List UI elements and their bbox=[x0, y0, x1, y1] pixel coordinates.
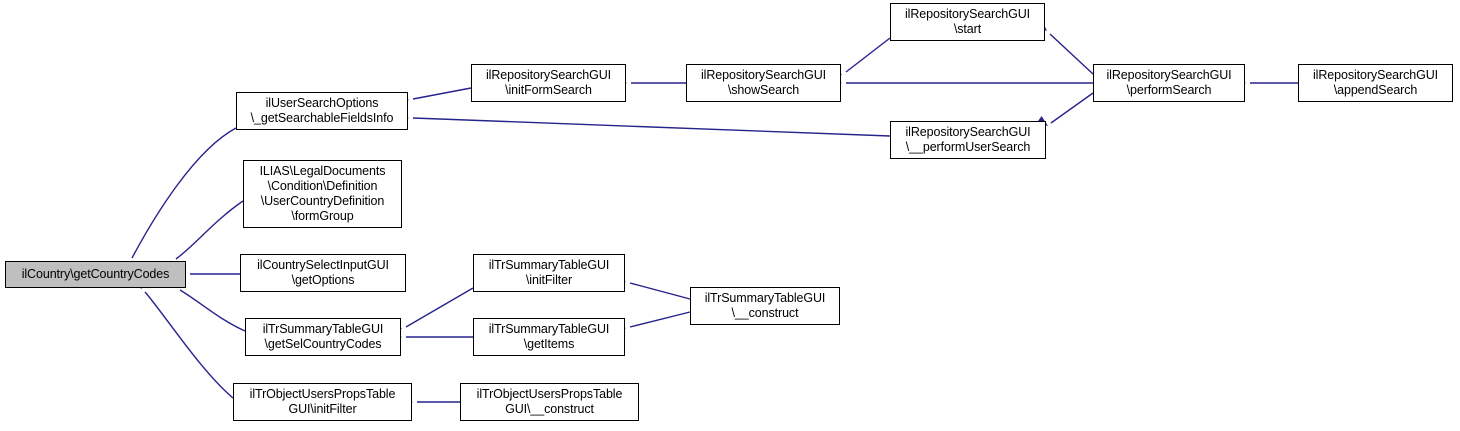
graph-edge-n13-n1 bbox=[412, 117, 891, 137]
graph-node-n9[interactable]: ilTrObjectUsersPropsTable GUI\__construc… bbox=[460, 383, 639, 421]
graph-edge-n14-n12 bbox=[1049, 33, 1094, 75]
graph-edge-n1-n0 bbox=[131, 127, 237, 259]
graph-node-label: ilTrObjectUsersPropsTable GUI\initFilter bbox=[249, 387, 396, 416]
graph-edge-n7-n4 bbox=[405, 287, 474, 328]
graph-edge-n2-n0 bbox=[175, 200, 244, 260]
graph-node-label: ilRepositorySearchGUI \appendSearch bbox=[1312, 68, 1439, 97]
graph-edge-n12-n10 bbox=[845, 37, 891, 73]
graph-node-n2[interactable]: ILIAS\LegalDocuments \Condition\Definiti… bbox=[243, 160, 402, 228]
graph-node-n8[interactable]: ilTrSummaryTableGUI \getItems bbox=[473, 318, 625, 356]
graph-node-label: ilRepositorySearchGUI \initFormSearch bbox=[485, 68, 612, 97]
graph-node-label: ilTrObjectUsersPropsTable GUI\__construc… bbox=[476, 387, 623, 416]
graph-edge-n6-n1 bbox=[412, 87, 472, 100]
graph-node-label: ilTrSummaryTableGUI \getItems bbox=[488, 322, 610, 351]
graph-node-n13[interactable]: ilRepositorySearchGUI \__performUserSear… bbox=[890, 121, 1046, 159]
graph-node-n15[interactable]: ilRepositorySearchGUI \appendSearch bbox=[1298, 64, 1453, 102]
graph-node-label: ilTrSummaryTableGUI \__construct bbox=[704, 291, 826, 320]
graph-node-label: ilUserSearchOptions \_getSearchableField… bbox=[250, 96, 394, 125]
graph-edge-n4-n0 bbox=[179, 289, 246, 332]
graph-node-label: ilRepositorySearchGUI \__performUserSear… bbox=[905, 125, 1031, 154]
graph-node-label: ilTrSummaryTableGUI \initFilter bbox=[488, 258, 610, 287]
graph-node-n7[interactable]: ilTrSummaryTableGUI \initFilter bbox=[473, 254, 625, 292]
graph-node-n4[interactable]: ilTrSummaryTableGUI \getSelCountryCodes bbox=[245, 318, 401, 356]
graph-node-label: ilRepositorySearchGUI \start bbox=[904, 7, 1031, 36]
graph-edge-n14-n13 bbox=[1050, 92, 1094, 124]
graph-edge-n11-n7 bbox=[629, 282, 691, 300]
graph-node-label: ilTrSummaryTableGUI \getSelCountryCodes bbox=[262, 322, 384, 351]
graph-node-n1[interactable]: ilUserSearchOptions \_getSearchableField… bbox=[236, 92, 408, 130]
graph-node-n0[interactable]: ilCountry\getCountryCodes bbox=[5, 261, 186, 288]
graph-node-n10[interactable]: ilRepositorySearchGUI \showSearch bbox=[686, 64, 841, 102]
graph-edge-n11-n8 bbox=[629, 311, 691, 328]
graph-node-label: ILIAS\LegalDocuments \Condition\Definiti… bbox=[259, 164, 386, 223]
graph-edge-n5-n0 bbox=[144, 291, 234, 399]
graph-node-label: ilCountrySelectInputGUI \getOptions bbox=[257, 258, 389, 287]
graph-node-n5[interactable]: ilTrObjectUsersPropsTable GUI\initFilter bbox=[233, 383, 412, 421]
graph-node-label: ilRepositorySearchGUI \performSearch bbox=[1106, 68, 1232, 97]
graph-node-n3[interactable]: ilCountrySelectInputGUI \getOptions bbox=[240, 254, 406, 292]
graph-node-label: ilCountry\getCountryCodes bbox=[21, 267, 170, 281]
graph-node-n12[interactable]: ilRepositorySearchGUI \start bbox=[890, 3, 1045, 41]
graph-node-n11[interactable]: ilTrSummaryTableGUI \__construct bbox=[690, 287, 840, 325]
graph-node-label: ilRepositorySearchGUI \showSearch bbox=[700, 68, 827, 97]
graph-node-n6[interactable]: ilRepositorySearchGUI \initFormSearch bbox=[471, 64, 626, 102]
graph-node-n14[interactable]: ilRepositorySearchGUI \performSearch bbox=[1093, 64, 1245, 102]
